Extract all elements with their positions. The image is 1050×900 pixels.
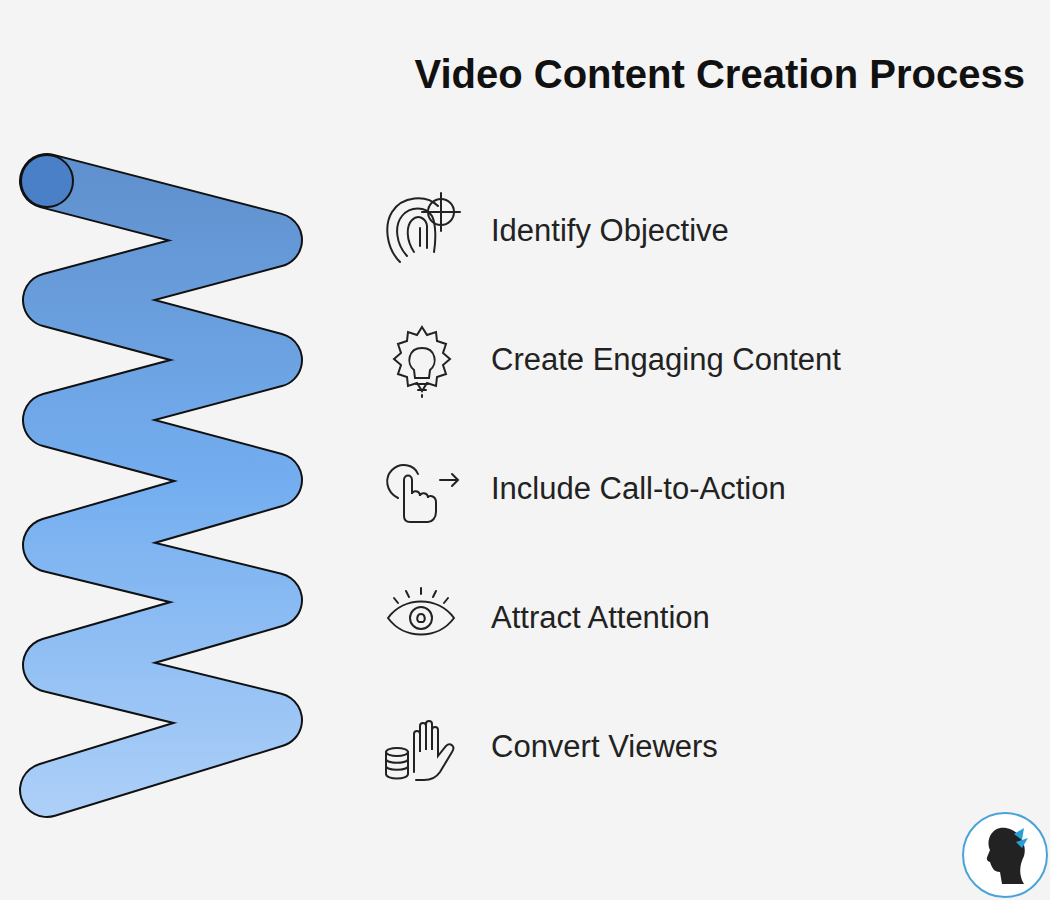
diagram-title: Video Content Creation Process [414, 52, 1025, 97]
fingerprint-icon [387, 193, 460, 262]
eye-icon [388, 588, 454, 635]
step-label: Identify Objective [491, 212, 729, 249]
step-label: Include Call-to-Action [491, 470, 786, 507]
step-label: Create Engaging Content [491, 341, 841, 378]
click-hand-icon [387, 465, 458, 522]
logo-badge [963, 813, 1047, 897]
gear-bulb-icon [394, 327, 450, 397]
spiral-coil [21, 155, 275, 790]
coins-hand-icon [386, 721, 453, 780]
step-label: Convert Viewers [491, 728, 718, 765]
step-label: Attract Attention [491, 599, 710, 636]
